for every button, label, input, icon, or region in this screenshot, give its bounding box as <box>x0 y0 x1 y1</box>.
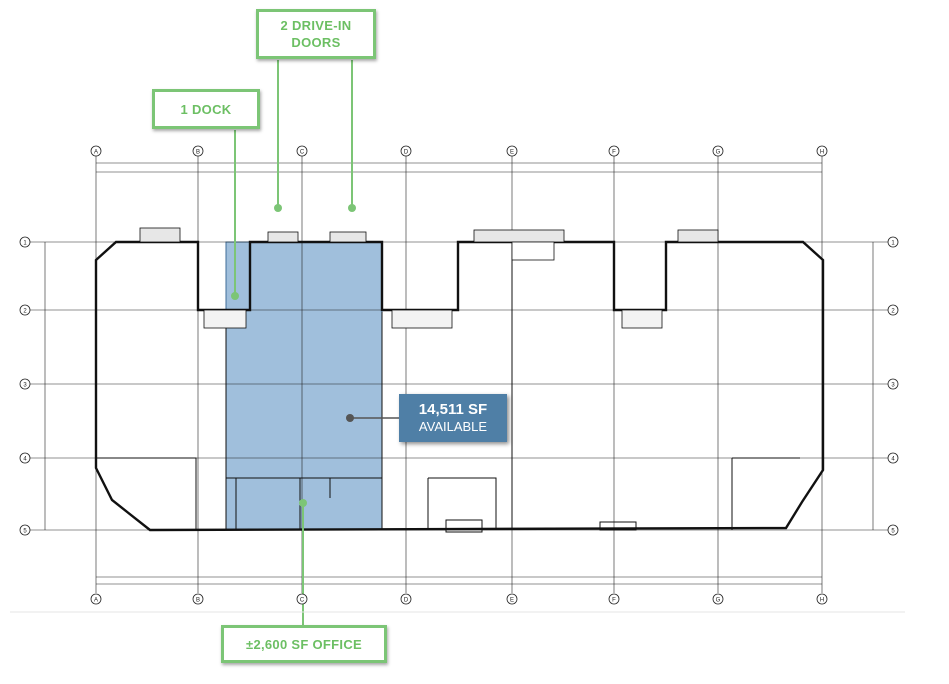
grid-bubbles: A A B B C C D D E E F F G G H H 1 1 2 2 3 3 4 4 5 5 <box>19 145 899 605</box>
svg-text:C: C <box>300 598 305 604</box>
grid-bubble-bottom-D: D <box>400 593 412 605</box>
grid-bubble-top-F: F <box>608 145 620 157</box>
svg-text:E: E <box>510 150 514 156</box>
grid-bubble-top-B: B <box>192 145 204 157</box>
building-outline <box>94 240 825 532</box>
office-callout: ±2,600 SF OFFICE <box>221 625 387 663</box>
svg-text:4: 4 <box>23 457 27 463</box>
grid-bubble-left-5: 5 <box>19 524 31 536</box>
svg-text:5: 5 <box>891 529 895 535</box>
office-areas <box>96 457 800 533</box>
svg-text:G: G <box>716 598 721 604</box>
demising-walls <box>225 242 513 530</box>
grid-bubble-right-1: 1 <box>887 236 899 248</box>
area-marker <box>346 414 354 422</box>
grid-bubble-left-2: 2 <box>19 304 31 316</box>
svg-text:1: 1 <box>891 241 895 247</box>
available-area-tag: 14,511 SF AVAILABLE <box>399 394 507 442</box>
grid-bubble-top-D: D <box>400 145 412 157</box>
svg-text:F: F <box>612 598 616 604</box>
office-label: ±2,600 SF OFFICE <box>246 636 362 652</box>
callout-leaders <box>234 60 353 625</box>
svg-text:1: 1 <box>23 241 27 247</box>
svg-text:C: C <box>300 150 305 156</box>
grid-bubble-bottom-H: H <box>816 593 828 605</box>
svg-text:B: B <box>196 598 200 604</box>
grid-bubble-top-C: C <box>296 145 308 157</box>
grid-bubble-top-G: G <box>712 145 724 157</box>
dock-label: 1 DOCK <box>180 101 232 117</box>
grid-bubble-top-H: H <box>816 145 828 157</box>
dock-callout: 1 DOCK <box>152 89 260 129</box>
svg-text:H: H <box>820 150 824 156</box>
area-square-footage: 14,511 SF <box>418 401 488 418</box>
svg-text:2: 2 <box>23 309 27 315</box>
grid-bubble-top-A: A <box>90 145 102 157</box>
svg-text:G: G <box>716 150 721 156</box>
svg-text:3: 3 <box>23 383 27 389</box>
drive-in-line2: DOORS <box>291 35 341 50</box>
callout-markers <box>231 204 356 507</box>
drive-in-doors-callout: 2 DRIVE-IN DOORS <box>256 9 376 59</box>
svg-text:E: E <box>510 598 514 604</box>
door-details <box>139 227 719 329</box>
svg-text:D: D <box>404 598 409 604</box>
grid-bubble-bottom-E: E <box>506 593 518 605</box>
dimension-lines <box>44 162 874 585</box>
svg-text:D: D <box>404 150 409 156</box>
svg-text:2: 2 <box>891 309 895 315</box>
grid-bubble-left-3: 3 <box>19 378 31 390</box>
grid-bubble-right-5: 5 <box>887 524 899 536</box>
grid-bubble-top-E: E <box>506 145 518 157</box>
grid-bubble-bottom-B: B <box>192 593 204 605</box>
grid-bubble-bottom-F: F <box>608 593 620 605</box>
grid-bubble-bottom-G: G <box>712 593 724 605</box>
svg-text:H: H <box>820 598 824 604</box>
grid-bubble-bottom-C: C <box>296 593 308 605</box>
svg-text:4: 4 <box>891 457 895 463</box>
grid-bubble-right-4: 4 <box>887 452 899 464</box>
svg-text:B: B <box>196 150 200 156</box>
grid-bubble-right-2: 2 <box>887 304 899 316</box>
svg-text:5: 5 <box>23 529 27 535</box>
available-space-highlight[interactable] <box>225 241 383 531</box>
svg-text:F: F <box>612 150 616 156</box>
grid-bubble-left-1: 1 <box>19 236 31 248</box>
grid-bubble-bottom-A: A <box>90 593 102 605</box>
svg-text:A: A <box>94 150 98 156</box>
svg-text:A: A <box>94 598 98 604</box>
svg-text:3: 3 <box>891 383 895 389</box>
drive-in-line1: 2 DRIVE-IN <box>280 18 352 33</box>
area-status: AVAILABLE <box>418 419 488 434</box>
grid-bubble-right-3: 3 <box>887 378 899 390</box>
grid-bubble-left-4: 4 <box>19 452 31 464</box>
